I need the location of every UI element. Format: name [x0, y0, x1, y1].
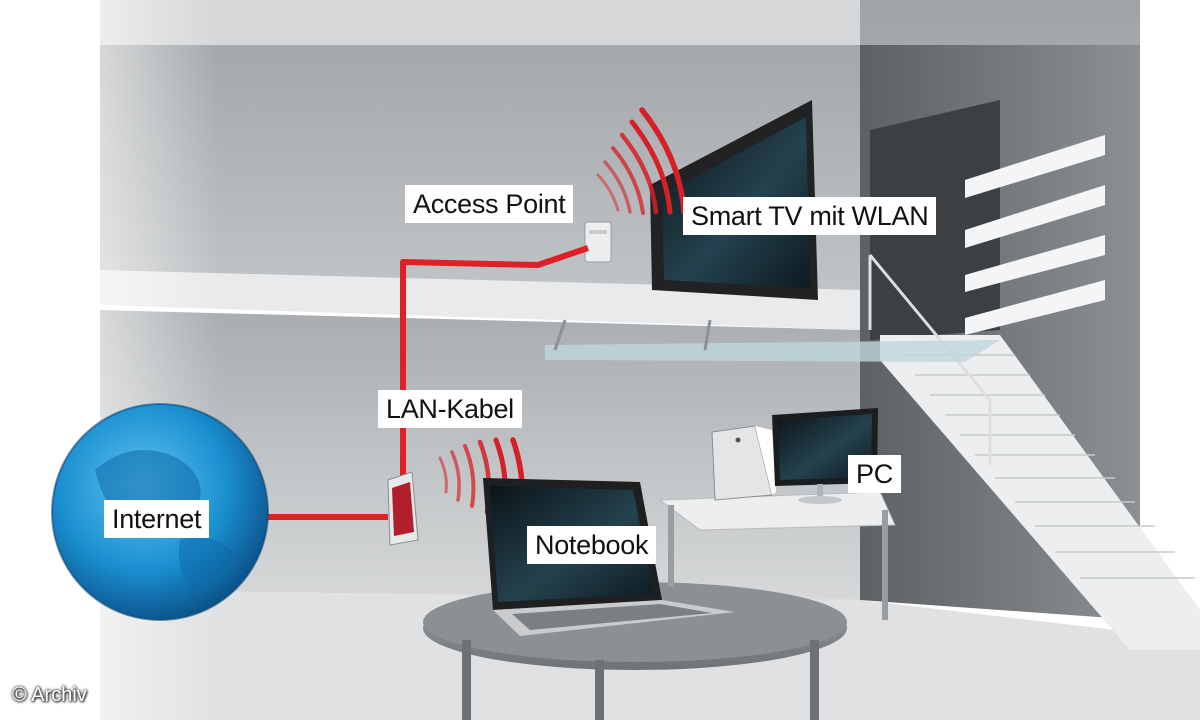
pc-label: PC: [848, 455, 901, 493]
internet-label: Internet: [104, 500, 210, 538]
ceiling: [100, 0, 860, 45]
lan-cable-label: LAN-Kabel: [378, 390, 522, 428]
pc-tower-icon: [711, 425, 776, 501]
smart-tv-label: Smart TV mit WLAN: [683, 197, 937, 235]
window-slits: [965, 135, 1105, 335]
access-point-icon: [584, 221, 612, 263]
lan-cable: [400, 245, 589, 485]
copyright-notice: © Archiv: [12, 684, 87, 706]
wifi-waves-icon: [596, 107, 687, 215]
access-point-label: Access Point: [405, 185, 574, 223]
notebook-label: Notebook: [527, 526, 657, 564]
glass-balcony: [545, 340, 1000, 362]
router-icon: [387, 471, 419, 546]
